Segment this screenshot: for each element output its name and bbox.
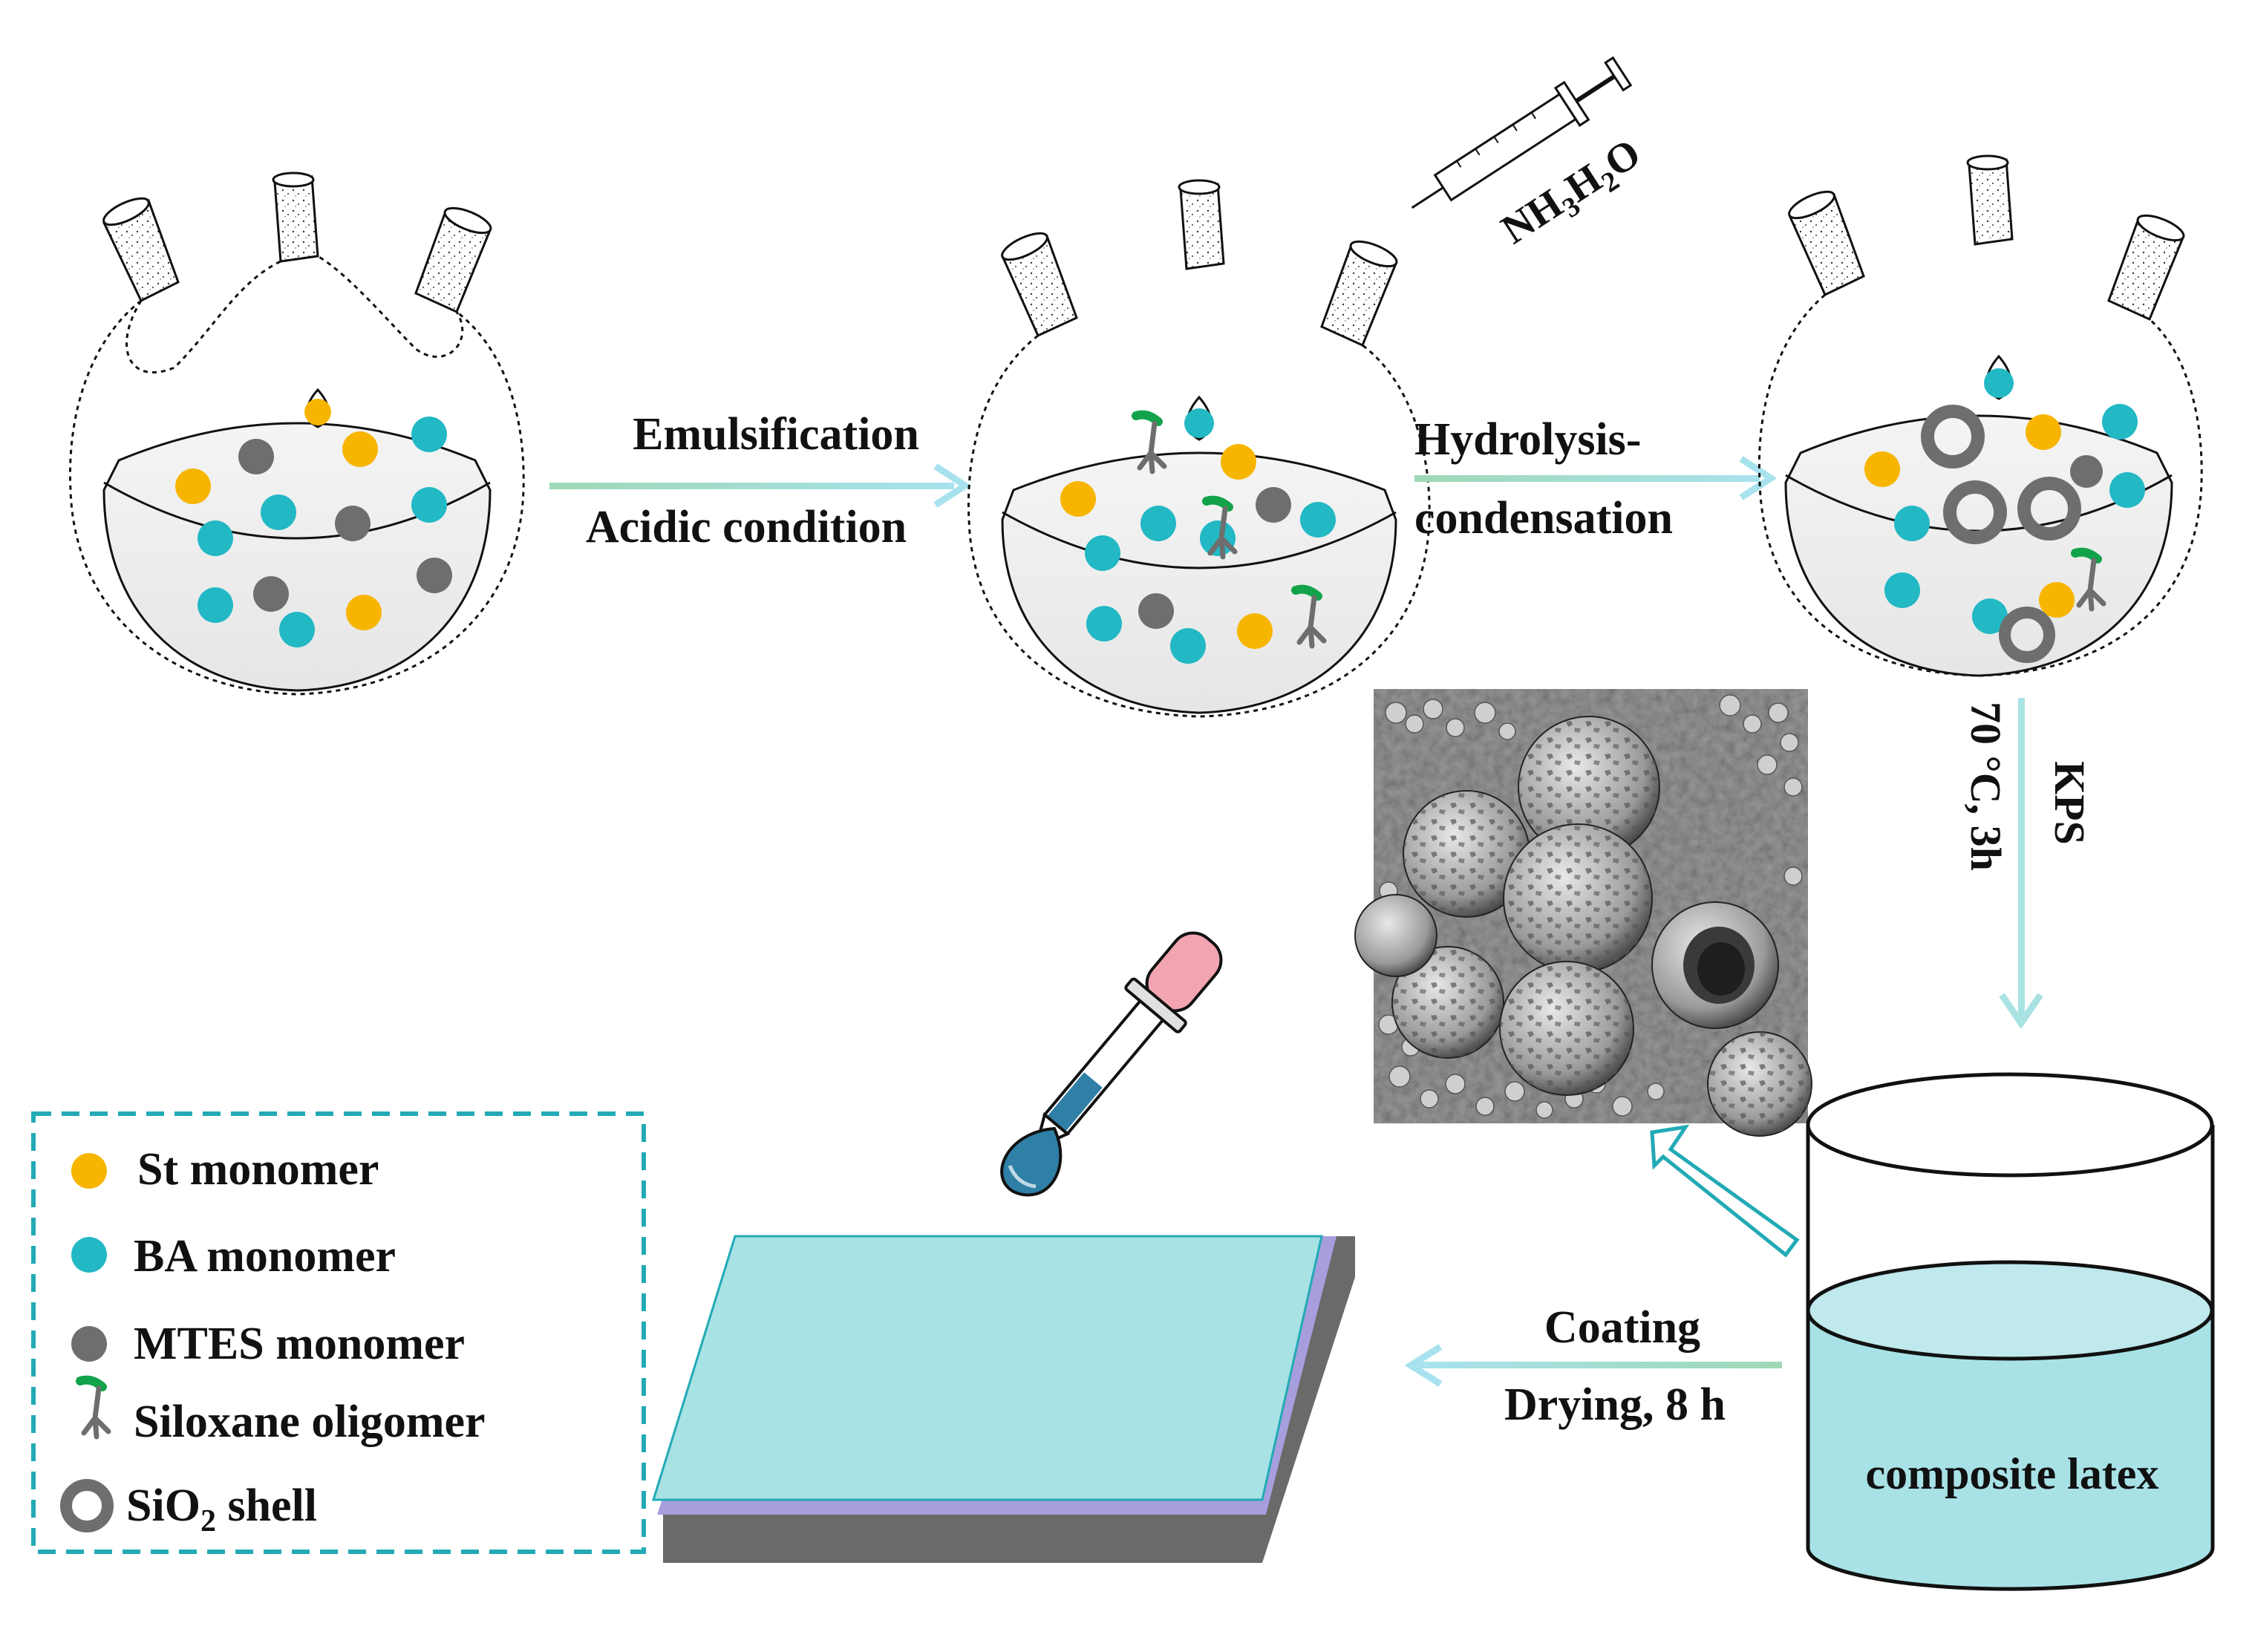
siloxane-oligomer: [2071, 547, 2106, 612]
microspheres: [1354, 716, 1812, 1137]
legend-item-ba: BA monomer: [71, 1231, 396, 1282]
svg-text:SiO2 shell: SiO2 shell: [126, 1480, 317, 1538]
flask-2: [967, 179, 1431, 718]
step-emulsification: Emulsification Acidic condition: [549, 409, 972, 552]
sio2-shell-icon: [60, 1479, 114, 1532]
arrow-to-sem: [1650, 1124, 1800, 1258]
monomers-flask-2: [1060, 444, 1336, 664]
legend-item-mtes: MTES monomer: [71, 1319, 465, 1369]
flask-necks: [1788, 154, 2185, 321]
droplet: [304, 388, 331, 428]
coated-substrate: [651, 1235, 1355, 1563]
hydrolysis-label: Hydrolysis-: [1414, 414, 1641, 465]
legend-item-siloxane: Siloxane oligomer: [76, 1375, 486, 1447]
flask-outline: [967, 334, 1431, 718]
drying-label: Drying, 8 h: [1504, 1380, 1726, 1430]
siloxane-oligomers: [1132, 410, 1327, 649]
siloxane-oligomer-icon: [76, 1375, 111, 1440]
flask-outline: [68, 255, 525, 696]
monomers-flask-3: [1864, 404, 2145, 634]
svg-text:MTES monomer: MTES monomer: [134, 1319, 465, 1369]
liquid: [1001, 451, 1397, 714]
dropper-icon: [1000, 931, 1223, 1197]
step-coating: Coating Drying, 8 h: [1404, 1302, 1782, 1430]
st-monomer-dot: [71, 1153, 107, 1189]
coating-layer: [651, 1235, 1323, 1501]
sem-micrograph: [1354, 689, 1812, 1137]
composite-latex-label: composite latex: [1866, 1449, 2159, 1498]
svg-text:Siloxane oligomer: Siloxane oligomer: [134, 1397, 486, 1447]
legend-item-st: St monomer: [71, 1144, 379, 1195]
flask-outline: [1757, 293, 2203, 677]
kps-label: KPS: [2046, 761, 2094, 845]
step-polymerization: KPS 70 °C, 3h: [1962, 698, 2094, 1029]
droplet: [1984, 354, 2014, 400]
legend-item-sio2: SiO2 shell: [60, 1479, 317, 1538]
liquid: [102, 422, 492, 692]
step-hydrolysis: Hydrolysis- condensation: [1414, 414, 1778, 543]
nanoparticles: [1374, 694, 1803, 1119]
coating-label: Coating: [1544, 1302, 1700, 1353]
temperature-time-label: 70 °C, 3h: [1962, 702, 2010, 871]
ba-monomer-dot: [71, 1237, 107, 1273]
flask-necks: [102, 172, 492, 314]
flask-1: [68, 172, 525, 696]
droplet: [1184, 395, 1214, 441]
sio2-shells: [1921, 405, 2081, 663]
svg-text:St monomer: St monomer: [137, 1144, 379, 1195]
arrow-hydrolysis: [1414, 475, 1760, 482]
arrow-down: [2018, 698, 2025, 1017]
latex-beaker: composite latex: [1806, 1072, 2215, 1591]
legend: St monomer BA monomer MTES monomer Silox…: [31, 1111, 646, 1554]
syringe-icon: [1411, 56, 1633, 209]
acidic-condition-label: Acidic condition: [586, 502, 907, 552]
monomers-flask-1: [175, 417, 452, 647]
mtes-monomer-dot: [71, 1326, 107, 1362]
condensation-label: condensation: [1414, 493, 1673, 543]
flask-necks: [1001, 179, 1398, 347]
svg-text:BA monomer: BA monomer: [134, 1231, 396, 1282]
arrow-emulsification: [549, 483, 954, 489]
emulsification-label: Emulsification: [633, 409, 919, 460]
arrow-coating: [1418, 1362, 1782, 1368]
flask-3: [1757, 154, 2203, 677]
